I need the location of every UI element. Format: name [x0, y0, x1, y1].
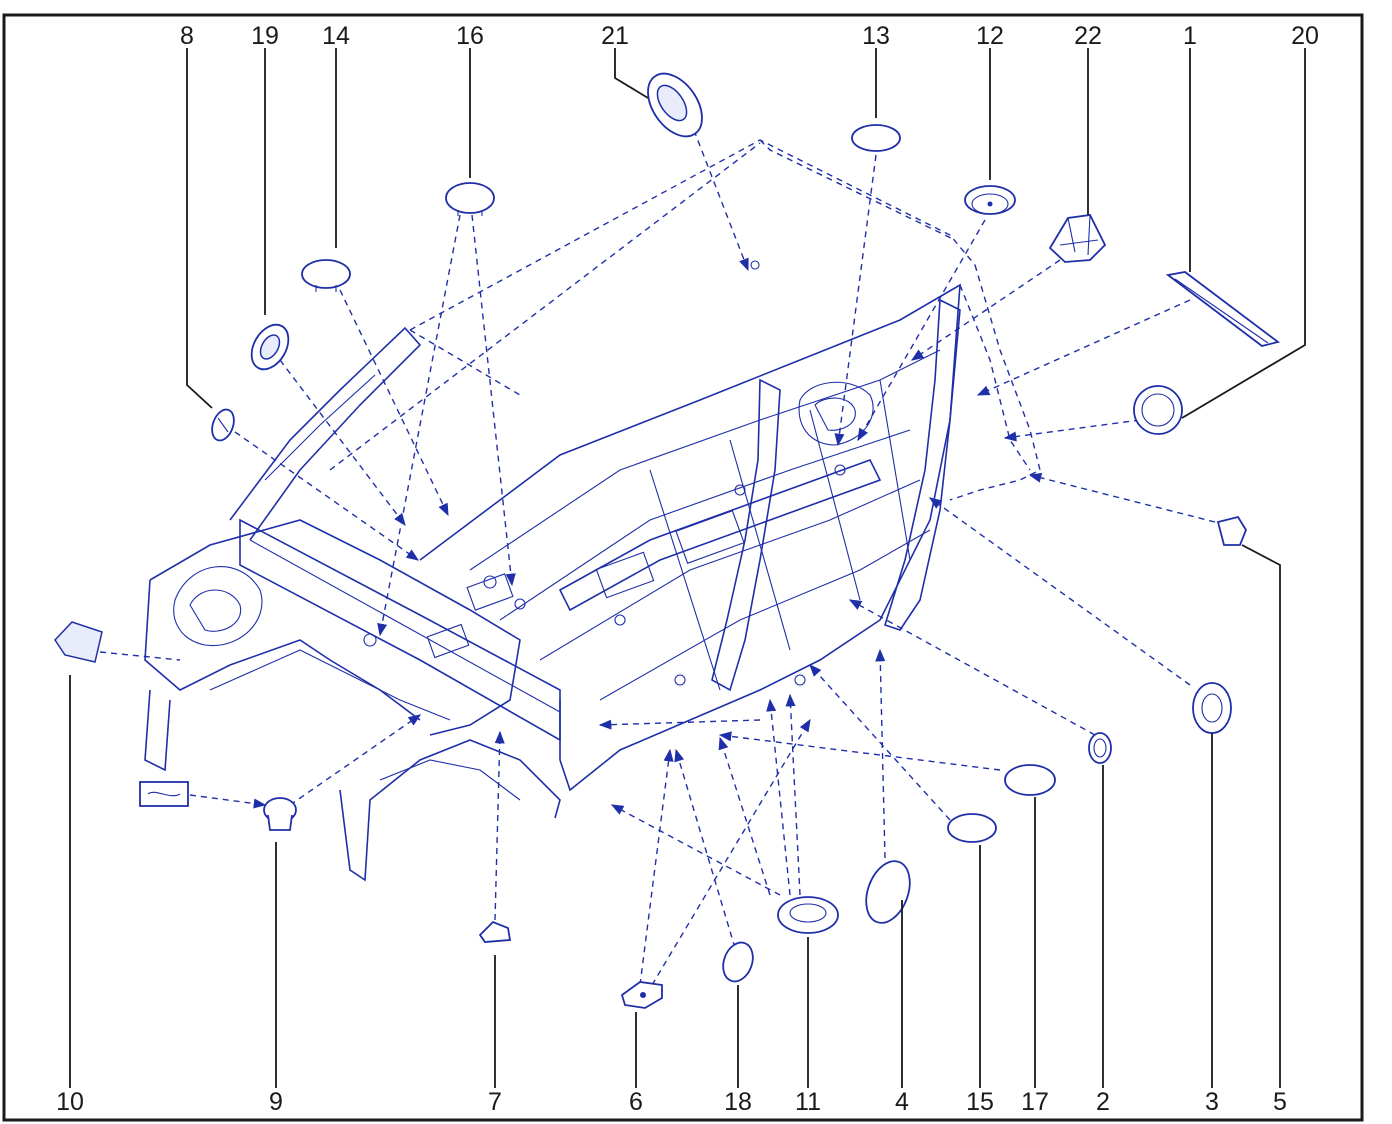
part-15 [947, 813, 997, 843]
part-11 [777, 896, 839, 934]
frame-border [2, 13, 1364, 1122]
callout-4: 4 [895, 1088, 909, 1116]
part-20 [1133, 385, 1183, 435]
part-2 [1088, 732, 1112, 764]
callout-7: 7 [488, 1088, 502, 1116]
callout-1: 1 [1183, 22, 1197, 50]
callout-3: 3 [1205, 1088, 1219, 1116]
callout-18: 18 [724, 1088, 752, 1116]
callout-16: 16 [456, 22, 484, 50]
callout-8: 8 [180, 22, 194, 50]
part-12 [964, 185, 1016, 215]
callout-13: 13 [862, 22, 890, 50]
part-21 [647, 72, 703, 138]
callout-6: 6 [629, 1088, 643, 1116]
callout-22: 22 [1074, 22, 1102, 50]
part-1 [1165, 271, 1281, 347]
part-17 [1004, 764, 1056, 796]
part-3 [1192, 682, 1232, 734]
callout-14: 14 [322, 22, 350, 50]
callout-5: 5 [1273, 1088, 1287, 1116]
callout-15: 15 [966, 1088, 994, 1116]
part-6 [620, 981, 663, 1009]
callout-21: 21 [601, 22, 629, 50]
part-18 [722, 941, 754, 983]
callout-17: 17 [1021, 1088, 1049, 1116]
callout-19: 19 [251, 22, 279, 50]
part-22 [1048, 214, 1107, 263]
part-13 [851, 124, 901, 152]
callout-11: 11 [795, 1088, 821, 1116]
vehicle-body-frame [144, 139, 1041, 882]
part-14 [301, 259, 351, 292]
installation-leaders [99, 119, 1216, 986]
part-9 [263, 797, 297, 831]
part-8 [211, 408, 235, 442]
callout-10: 10 [56, 1088, 84, 1116]
part-4 [865, 860, 911, 924]
part-10 [54, 621, 103, 663]
callout-leaders [69, 48, 1306, 1088]
part-5 [1216, 515, 1248, 546]
part-19 [250, 323, 290, 371]
callout-12: 12 [976, 22, 1004, 50]
part-7 [478, 920, 512, 943]
callout-20: 20 [1291, 22, 1319, 50]
callout-labels: 8 19 14 16 21 13 12 22 1 20 10 9 7 6 18 … [56, 22, 1319, 1116]
callout-2: 2 [1096, 1088, 1110, 1116]
callout-9: 9 [269, 1088, 283, 1116]
part-16 [445, 182, 495, 216]
part-9-pad [139, 781, 189, 807]
